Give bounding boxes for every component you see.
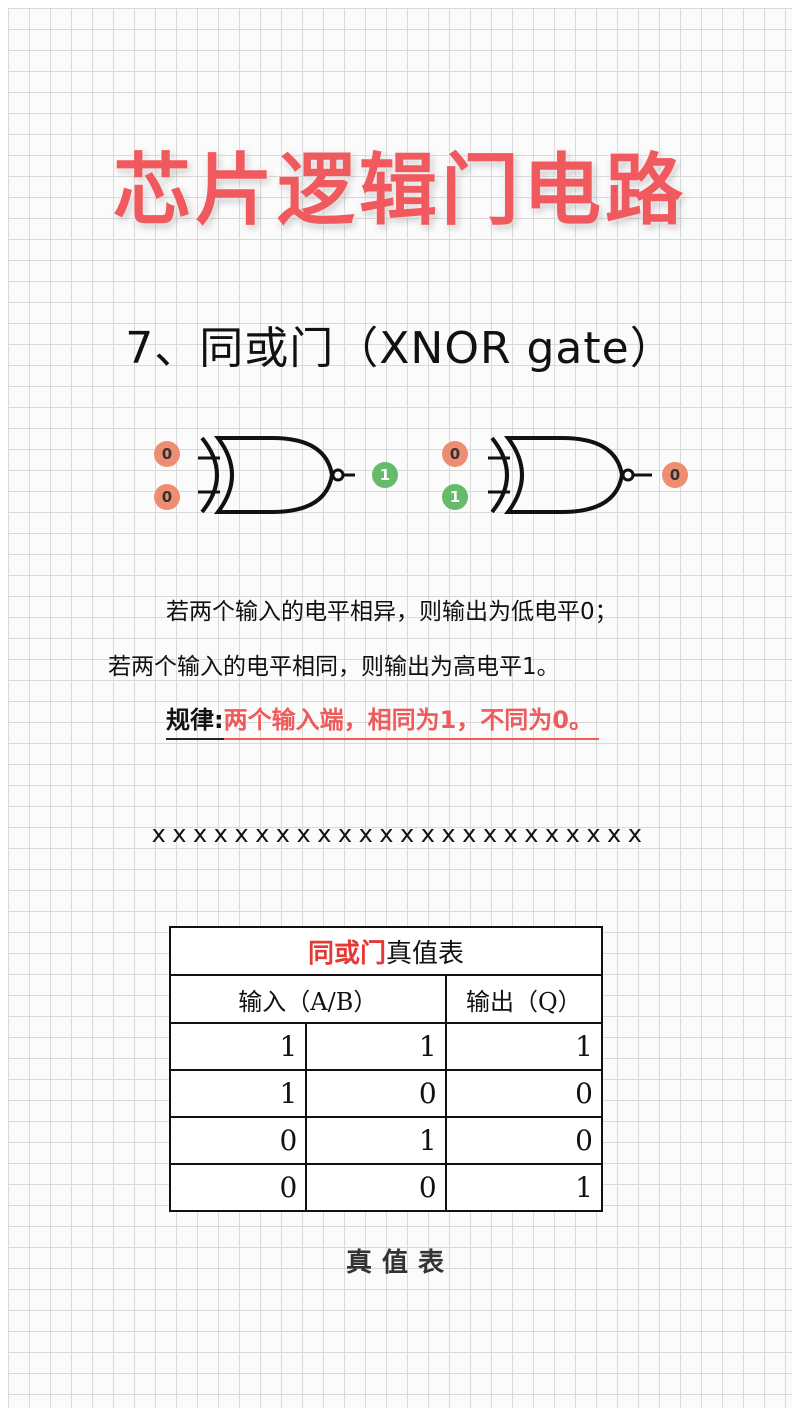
grid-paper-background xyxy=(8,8,792,1408)
truth-table-caption-rest: 真值表 xyxy=(386,938,465,969)
table-cell: 1 xyxy=(168,1022,308,1071)
table-cell: 1 xyxy=(305,1116,447,1165)
gate1-output-badge: 1 xyxy=(372,462,398,488)
gate2-input-a-badge: 0 xyxy=(442,441,468,467)
table-cell: 0 xyxy=(444,1069,604,1118)
table-cell: 0 xyxy=(168,1163,308,1212)
table-row: 1 1 1 xyxy=(168,1022,604,1071)
gate2-output-badge: 0 xyxy=(662,462,688,488)
description-line-1: 若两个输入的电平相异，则输出为低电平0； xyxy=(166,599,618,625)
table-row: 0 1 0 xyxy=(168,1116,604,1165)
gate1-input-b-badge: 0 xyxy=(154,484,180,510)
description-line-2: 若两个输入的电平相同，则输出为高电平1。 xyxy=(108,654,560,680)
table-cell: 0 xyxy=(444,1116,604,1165)
section-heading: 7、同或门（XNOR gate） xyxy=(125,323,675,374)
gate2-input-b-badge: 1 xyxy=(442,484,468,510)
table-cell: 0 xyxy=(305,1163,447,1212)
rule-label: 规律: xyxy=(166,706,224,740)
table-cell: 1 xyxy=(444,1022,604,1071)
table-cell: 1 xyxy=(168,1069,308,1118)
table-cell: 0 xyxy=(168,1116,308,1165)
truth-table: 同或门真值表 输入（A/B） 输出（Q） 1 1 1 1 0 0 0 1 0 0… xyxy=(168,926,604,1212)
truth-table-caption: 同或门真值表 xyxy=(169,926,603,976)
table-cell: 1 xyxy=(444,1163,604,1212)
xnor-gate-diagram-1: 0 0 1 xyxy=(150,428,400,528)
xnor-gate-symbol xyxy=(488,436,652,514)
table-cell: 0 xyxy=(305,1069,447,1118)
table-row: 0 0 1 xyxy=(168,1163,604,1212)
separator-line: xxxxxxxxxxxxxxxxxxxxxxxx xyxy=(151,820,649,848)
table-cell: 1 xyxy=(305,1022,447,1071)
rule-line: 规律:两个输入端，相同为1，不同为0。 xyxy=(166,700,600,740)
footer-caption: 真值表 xyxy=(345,1248,454,1278)
gate1-input-a-badge: 0 xyxy=(154,441,180,467)
page-title: 芯片逻辑门电路 xyxy=(112,146,687,236)
xnor-gate-symbol xyxy=(198,436,355,514)
truth-table-header-inputs: 输入（A/B） xyxy=(169,974,447,1024)
xnor-gate-diagram-2: 0 1 0 xyxy=(440,428,700,528)
truth-table-header-output: 输出（Q） xyxy=(444,974,604,1024)
truth-table-caption-highlight: 同或门 xyxy=(307,938,386,969)
rule-text: 两个输入端，相同为1，不同为0。 xyxy=(223,706,600,740)
table-row: 1 0 0 xyxy=(168,1069,604,1118)
